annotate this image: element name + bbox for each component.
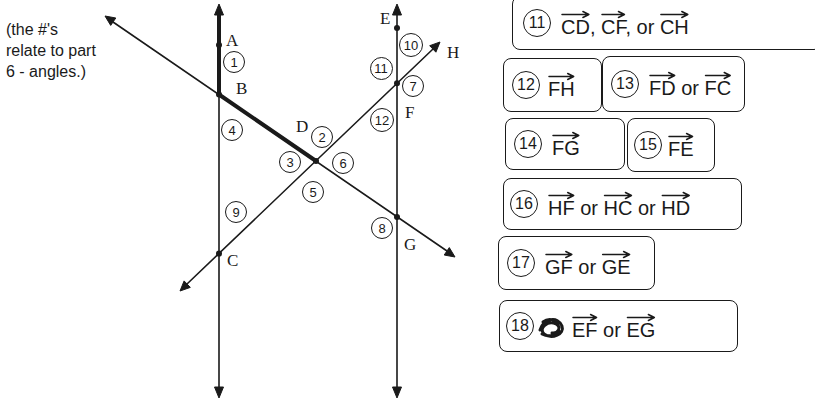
point-label: B (236, 80, 247, 98)
question-number: 11 (523, 9, 551, 37)
point-dot (216, 92, 222, 98)
angle-number: 6 (332, 152, 354, 174)
question-number-text: 18 (511, 318, 529, 334)
point-dots (216, 25, 400, 257)
answer-box: FE 15 (627, 118, 715, 172)
question-number-text: 14 (519, 136, 537, 152)
angle-number-text: 2 (318, 131, 325, 144)
angle-number-text: 5 (309, 186, 316, 199)
ray-answer: FH (548, 78, 575, 101)
note: (the #'s relate to part 6 - angles.) (6, 20, 102, 82)
answer-box: GF or GE 17 (498, 236, 655, 290)
angle-number-text: 10 (404, 39, 418, 52)
ray-answer: FD or FC (649, 77, 731, 100)
point-label: C (227, 252, 238, 270)
answer-box: FH 12 (503, 58, 602, 112)
figure-lines (113, 14, 447, 388)
point-label: E (380, 10, 390, 28)
ray-answer: FG (552, 137, 580, 160)
angle-number: 10 (399, 33, 423, 57)
question-number-text: 15 (639, 137, 657, 153)
point-label: D (296, 118, 308, 136)
question-number-text: 13 (616, 76, 634, 92)
point-dot (216, 42, 222, 48)
angle-number: 5 (302, 181, 324, 203)
angle-number: 4 (221, 119, 243, 141)
point-dot (394, 80, 400, 86)
answer-box: EF or EG 18 (499, 300, 738, 352)
question-number: 14 (514, 130, 542, 158)
bold-rays (219, 12, 316, 161)
answer-box: FG 14 (505, 118, 625, 170)
angle-number-text: 3 (286, 156, 293, 169)
arrowheads (105, 4, 455, 398)
angle-number: 1 (223, 51, 245, 73)
question-number-text: 16 (515, 196, 533, 212)
ray-answer: HF or HC or HD (548, 197, 690, 220)
angle-number: 12 (370, 108, 394, 132)
point-dot (394, 214, 400, 220)
angle-number: 2 (311, 126, 333, 148)
angle-number-text: 7 (409, 80, 416, 93)
point-label: G (404, 236, 416, 254)
point-label: A (226, 32, 238, 50)
scribble (540, 320, 562, 337)
angle-number-text: 9 (232, 206, 239, 219)
point-dot (313, 158, 319, 164)
ray-answer: GF or GE (545, 256, 631, 279)
angle-number: 11 (370, 57, 393, 80)
angle-number: 8 (371, 217, 393, 239)
angle-number-text: 6 (339, 157, 346, 170)
angle-number: 3 (279, 151, 301, 173)
question-number-text: 17 (512, 255, 530, 271)
question-number: 18 (506, 312, 534, 340)
ray-answer: CD, CF, or CH (561, 16, 689, 39)
angle-number-text: 12 (375, 114, 389, 127)
angle-number-text: 1 (230, 56, 237, 69)
angle-number-text: 4 (228, 124, 235, 137)
question-number: 17 (507, 249, 535, 277)
answer-box: FD or FC 13 (602, 56, 745, 112)
angle-number: 9 (225, 201, 247, 223)
question-number: 16 (510, 190, 538, 218)
point-label: F (405, 104, 414, 122)
angle-number-text: 8 (378, 222, 385, 235)
question-number-text: 12 (517, 77, 535, 93)
point-dot (394, 25, 400, 31)
point-label: H (447, 44, 459, 62)
answer-box: HF or HC or HD 16 (503, 178, 742, 230)
question-number: 13 (611, 70, 639, 98)
ray-answer: EF or EG (572, 319, 655, 342)
point-dot (216, 251, 222, 257)
angle-number: 7 (402, 75, 424, 97)
ray-answer: FE (668, 138, 694, 161)
answer-box: CD, CF, or CH 11 (512, 0, 815, 50)
question-number: 12 (512, 71, 540, 99)
angle-number-text: 11 (374, 62, 388, 75)
question-number-text: 11 (529, 15, 546, 31)
question-number: 15 (634, 131, 662, 159)
